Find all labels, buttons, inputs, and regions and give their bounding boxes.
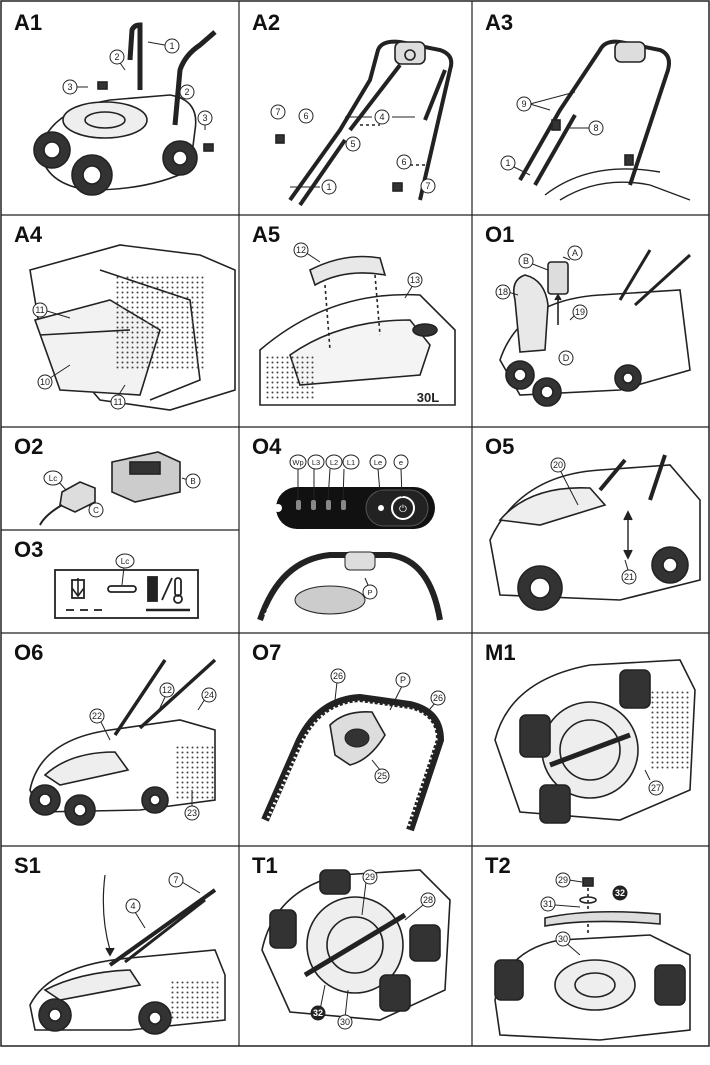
a2-callout-6b: 6 bbox=[401, 157, 406, 167]
o2-callout-b: B bbox=[190, 477, 195, 486]
a1-callout-2: 2 bbox=[114, 52, 119, 62]
panel-label-o7: O7 bbox=[252, 640, 282, 665]
panel-label-a3: A3 bbox=[485, 10, 514, 35]
t2-callout-30: 30 bbox=[558, 934, 568, 944]
a2-callout-4: 4 bbox=[379, 112, 384, 122]
o4-callout-l3: L3 bbox=[312, 458, 320, 467]
o7-callout-25: 25 bbox=[377, 771, 387, 781]
o6-callout-22: 22 bbox=[92, 711, 102, 721]
panel-label-o2: O2 bbox=[14, 434, 44, 459]
panel-t2-drawing bbox=[494, 877, 691, 1041]
a2-callout-5: 5 bbox=[350, 139, 355, 149]
o3-callout-lc: Lc bbox=[121, 557, 129, 566]
panel-label-a2: A2 bbox=[252, 10, 281, 35]
o1-callout-18: 18 bbox=[498, 287, 508, 297]
o2-callout-c: C bbox=[93, 506, 99, 515]
t1-callout-32: 32 bbox=[313, 1008, 323, 1018]
panel-label-o6: O6 bbox=[14, 640, 44, 665]
s1-callout-7: 7 bbox=[173, 875, 178, 885]
panel-s1-drawing bbox=[29, 874, 226, 1035]
panel-label-o4: O4 bbox=[252, 434, 282, 459]
t2-callout-31: 31 bbox=[543, 899, 553, 909]
panel-a5-drawing bbox=[259, 255, 456, 406]
o5-callout-21: 21 bbox=[624, 572, 634, 582]
a2-callout-6: 6 bbox=[303, 111, 308, 121]
o6-callout-12: 12 bbox=[162, 685, 172, 695]
o4-callout-e: e bbox=[399, 458, 403, 467]
panel-m1-drawing bbox=[494, 659, 696, 824]
o4-callout-l2: L2 bbox=[330, 458, 338, 467]
t1-callout-30: 30 bbox=[340, 1017, 350, 1027]
panel-o7-drawing bbox=[261, 693, 445, 832]
a4-callout-11: 11 bbox=[35, 305, 44, 315]
a1-callout-1: 1 bbox=[169, 41, 174, 51]
panel-label-o5: O5 bbox=[485, 434, 515, 459]
o1-callout-19: 19 bbox=[575, 307, 585, 317]
panel-label-a5: A5 bbox=[252, 222, 281, 247]
panel-label-s1: S1 bbox=[14, 853, 41, 878]
panel-a1-callouts bbox=[62, 38, 213, 130]
s1-callout-4: 4 bbox=[130, 901, 135, 911]
t2-callout-29: 29 bbox=[558, 875, 568, 885]
a1-callout-3b: 3 bbox=[202, 113, 207, 123]
panel-o1-drawing bbox=[499, 249, 692, 407]
a1-callout-2b: 2 bbox=[184, 87, 189, 97]
panel-label-a4: A4 bbox=[14, 222, 43, 247]
panel-o5-drawing bbox=[489, 454, 701, 611]
panel-o4-drawing: ⏻ bbox=[257, 487, 443, 621]
a3-callout-8: 8 bbox=[593, 123, 598, 133]
o2-callout-lc: Lc bbox=[49, 474, 57, 483]
panel-a4-drawing bbox=[29, 244, 236, 411]
panel-label-o3: O3 bbox=[14, 537, 44, 562]
o4-callout-wp: Wp bbox=[292, 458, 303, 467]
a5-product-marking: 30L bbox=[417, 390, 439, 405]
o7-callout-p: P bbox=[400, 675, 406, 685]
o4-callout-l1: L1 bbox=[347, 458, 355, 467]
a5-callout-12: 12 bbox=[296, 245, 306, 255]
a5-callout-13: 13 bbox=[410, 275, 420, 285]
o1-callout-d: D bbox=[563, 353, 570, 363]
panel-label-m1: M1 bbox=[485, 640, 516, 665]
panel-t1-drawing bbox=[261, 869, 451, 1021]
svg-text:⏻: ⏻ bbox=[399, 504, 407, 515]
o1-callout-b: B bbox=[523, 256, 529, 266]
a1-callout-3: 3 bbox=[67, 82, 72, 92]
a2-callout-7b: 7 bbox=[425, 181, 430, 191]
o7-callout-26b: 26 bbox=[433, 693, 443, 703]
panel-o6-drawing bbox=[29, 658, 217, 826]
panel-label-o1: O1 bbox=[485, 222, 515, 247]
panel-a1-drawing bbox=[33, 22, 217, 196]
panel-o2-drawing bbox=[39, 451, 181, 526]
m1-callout-27: 27 bbox=[651, 783, 661, 793]
t1-callout-29: 29 bbox=[365, 872, 375, 882]
a4-callout-10: 10 bbox=[40, 377, 50, 387]
a3-callout-1: 1 bbox=[505, 158, 510, 168]
o4-callout-p: P bbox=[367, 588, 372, 597]
panel-o3-drawing bbox=[54, 569, 199, 619]
o6-callout-24: 24 bbox=[204, 690, 214, 700]
t2-callout-32: 32 bbox=[615, 888, 625, 898]
a3-callout-9: 9 bbox=[521, 99, 526, 109]
o7-callout-26: 26 bbox=[333, 671, 343, 681]
t1-callout-28: 28 bbox=[423, 895, 433, 905]
panel-label-t1: T1 bbox=[252, 853, 278, 878]
o4-callout-le: Le bbox=[374, 458, 382, 467]
o5-callout-20: 20 bbox=[553, 460, 563, 470]
panel-label-t2: T2 bbox=[485, 853, 511, 878]
a4-callout-11b: 11 bbox=[113, 397, 122, 407]
a2-callout-7: 7 bbox=[275, 107, 280, 117]
panel-a3-drawing bbox=[518, 39, 691, 201]
a2-callout-1: 1 bbox=[326, 182, 331, 192]
panel-label-a1: A1 bbox=[14, 10, 43, 35]
o6-callout-23: 23 bbox=[187, 808, 197, 818]
o1-callout-a: A bbox=[572, 248, 578, 258]
panel-a2-drawing bbox=[275, 39, 454, 207]
